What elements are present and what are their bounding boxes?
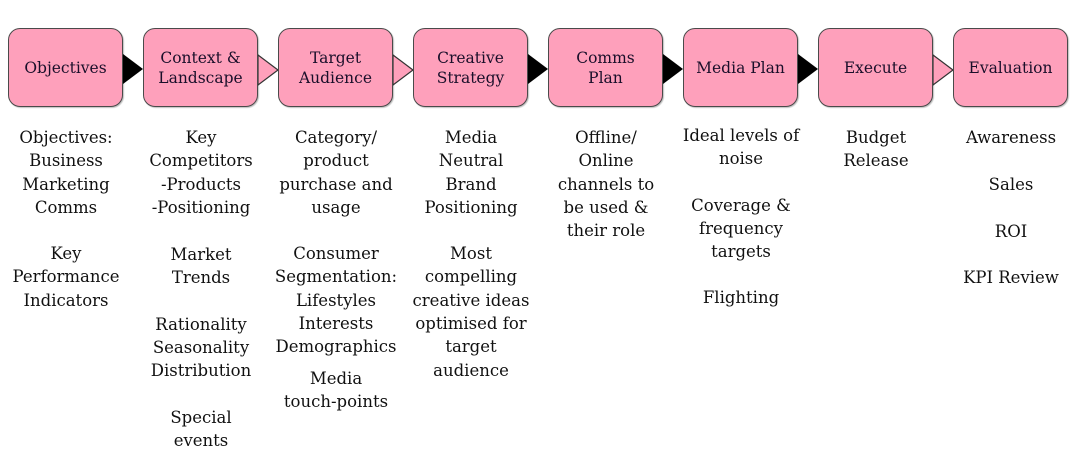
detail-text: Rationality Seasonality Distribution — [134, 313, 269, 383]
step-box-target-audience: Target Audience — [278, 28, 393, 107]
step-box-media-plan: Media Plan — [683, 28, 798, 107]
detail-text: Market Trends — [134, 243, 269, 290]
detail-text: Key Performance Indicators — [0, 242, 134, 312]
step-box-evaluation: Evaluation — [953, 28, 1068, 107]
arrow-solid-icon — [123, 54, 143, 84]
detail-text: Objectives: Business Marketing Comms — [0, 126, 134, 219]
detail-text: Coverage & frequency targets — [674, 194, 809, 264]
step-box-creative-strategy: Creative Strategy — [413, 28, 528, 107]
detail-text: Media Neutral Brand Positioning — [404, 126, 539, 219]
detail-text: Budget Release — [809, 126, 944, 173]
detail-text: Flighting — [674, 286, 809, 309]
detail-text: Sales — [944, 173, 1077, 196]
arrow-solid-icon — [528, 54, 548, 84]
detail-text: KPI Review — [944, 266, 1077, 289]
detail-column-comms-plan: Offline/ Online channels to be used & th… — [539, 126, 674, 265]
step-label: Comms Plan — [576, 48, 635, 88]
detail-column-execute: Budget Release — [809, 126, 944, 196]
detail-text: Key Competitors -Products -Positioning — [134, 126, 269, 219]
step-box-objectives: Objectives — [8, 28, 123, 107]
step-label: Objectives — [24, 58, 106, 78]
detail-text: Offline/ Online channels to be used & th… — [539, 126, 674, 242]
detail-text: Consumer Segmentation: Lifestyles Intere… — [269, 242, 404, 358]
step-box-comms-plan: Comms Plan — [548, 28, 663, 107]
step-label: Context & Landscape — [158, 48, 242, 88]
step-label: Creative Strategy — [437, 48, 505, 88]
detail-text: ROI — [944, 220, 1077, 243]
step-box-context-landscape: Context & Landscape — [143, 28, 258, 107]
detail-text: Awareness — [944, 126, 1077, 149]
detail-text: Category/ product purchase and usage — [269, 126, 404, 219]
detail-text: Most compelling creative ideas optimised… — [404, 242, 539, 382]
arrow-solid-icon — [798, 54, 818, 84]
step-label: Evaluation — [969, 58, 1053, 78]
step-label: Execute — [844, 58, 907, 78]
detail-text: Special events — [134, 406, 269, 453]
detail-text: Ideal levels of noise — [674, 124, 809, 171]
step-box-execute: Execute — [818, 28, 933, 107]
step-label: Target Audience — [299, 48, 372, 88]
step-label: Media Plan — [696, 58, 785, 78]
arrow-solid-icon — [663, 54, 683, 84]
detail-text: Media touch-points — [269, 367, 404, 414]
